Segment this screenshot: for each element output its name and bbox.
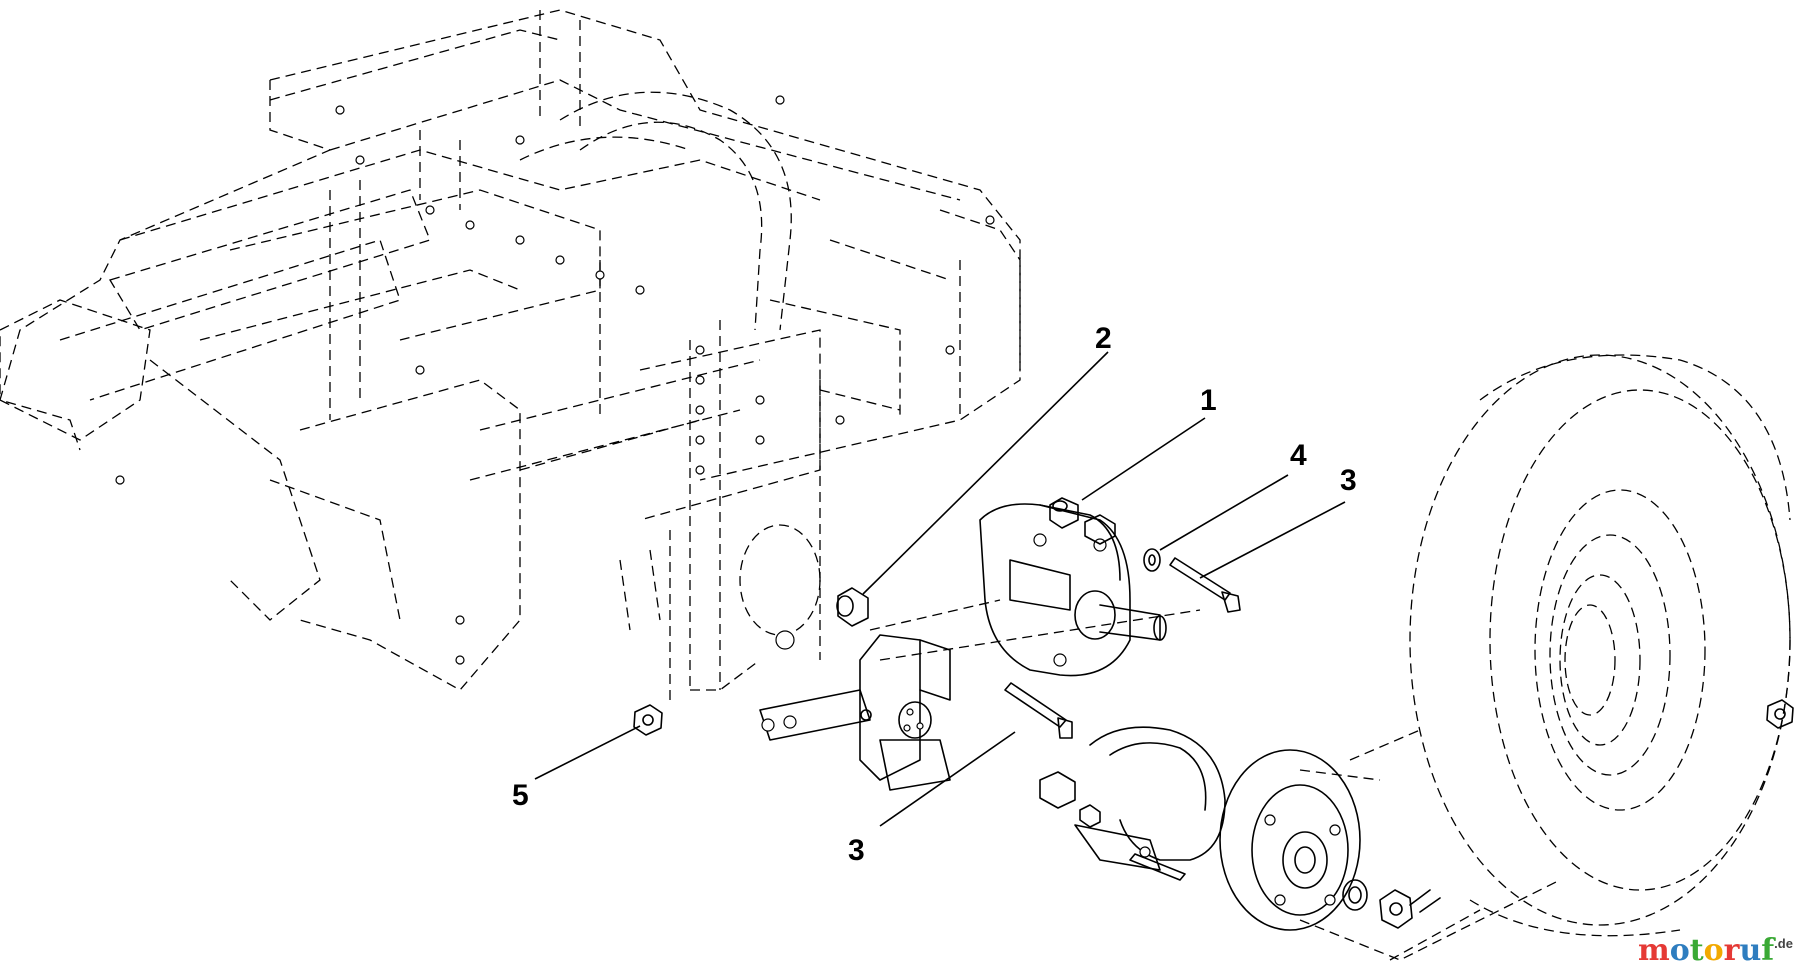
watermark-suffix: .de xyxy=(1774,936,1793,951)
watermark-letter: o xyxy=(1704,933,1724,968)
leader-3-upper xyxy=(1199,501,1346,579)
brake-band xyxy=(1039,726,1226,881)
callout-3-lower: 3 xyxy=(848,834,865,867)
leader-1 xyxy=(1081,417,1206,501)
part-4-washer xyxy=(1143,548,1161,572)
leader-4 xyxy=(1159,474,1289,551)
callout-5: 5 xyxy=(512,779,529,812)
watermark-letter: u xyxy=(1739,933,1761,968)
motoruf-watermark-logo: motoruf.de xyxy=(1638,933,1793,968)
leader-5 xyxy=(534,725,641,780)
callout-3-upper: 3 xyxy=(1340,464,1357,497)
watermark-letter: f xyxy=(1761,933,1776,968)
mount-bracket xyxy=(759,599,1201,791)
watermark-letter: r xyxy=(1724,933,1741,968)
watermark-letter: m xyxy=(1638,933,1670,968)
leader-lines xyxy=(534,351,1346,827)
leader-3-lower xyxy=(879,731,1016,827)
frame-holes xyxy=(115,95,995,665)
wheel-hub xyxy=(1219,749,1381,931)
callout-1: 1 xyxy=(1200,384,1217,417)
watermark-letter: o xyxy=(1670,933,1690,968)
part-1-wheel-motor xyxy=(979,497,1167,677)
watermark-text: motoruf xyxy=(1638,933,1776,968)
hub-nut-assembly xyxy=(1299,879,1561,961)
svg-text:motoruf.de: motoruf.de xyxy=(1638,933,1793,968)
part-3-bolt-upper xyxy=(1169,557,1241,613)
callout-2: 2 xyxy=(1095,322,1112,355)
watermark-letter: t xyxy=(1690,933,1704,968)
chassis-frame xyxy=(0,9,1021,700)
part-5-nut xyxy=(633,704,663,736)
tire xyxy=(1349,354,1794,961)
callout-labels: 2 1 4 3 3 5 xyxy=(512,322,1357,867)
part-3-bolt-lower xyxy=(1004,682,1073,739)
callout-4: 4 xyxy=(1290,439,1307,472)
part-2-spacer xyxy=(836,587,869,627)
leader-2 xyxy=(862,351,1109,595)
